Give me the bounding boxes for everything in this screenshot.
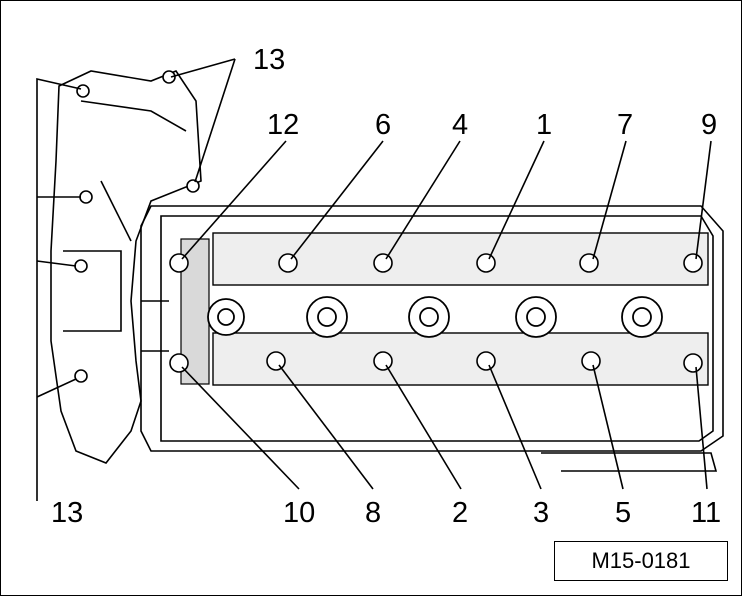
callout-7: 7 <box>617 109 633 141</box>
callout-5: 5 <box>615 497 631 529</box>
callout-6: 6 <box>375 109 391 141</box>
callout-2: 2 <box>452 497 468 529</box>
callout-10: 10 <box>283 497 315 529</box>
callout-1: 1 <box>536 109 552 141</box>
figure-reference-label: M15-0181 <box>554 541 728 581</box>
leader-lines <box>36 58 712 501</box>
bearing-caps <box>207 296 663 338</box>
callout-9: 9 <box>701 109 717 141</box>
callout-13-bottom: 13 <box>51 497 83 529</box>
callout-13-top: 13 <box>253 44 285 76</box>
callout-8: 8 <box>365 497 381 529</box>
callout-12: 12 <box>267 109 299 141</box>
callout-3: 3 <box>533 497 549 529</box>
callout-4: 4 <box>452 109 468 141</box>
callout-11: 11 <box>691 497 721 529</box>
